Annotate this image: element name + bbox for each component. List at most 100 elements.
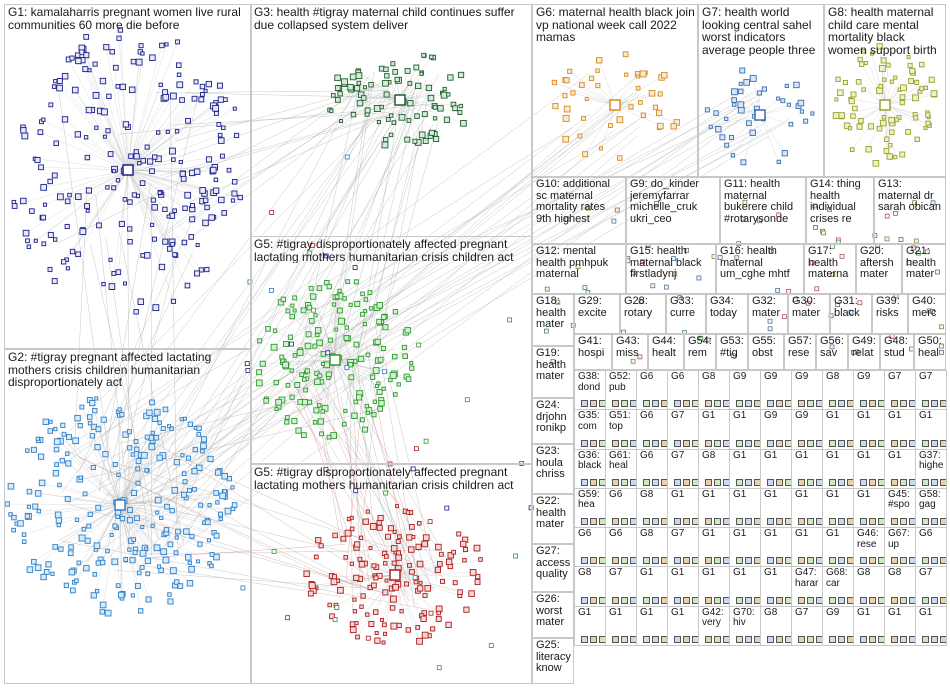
mini-group-panel: G9 [791,370,823,411]
mini-group-label: G6 [671,372,685,382]
g2-node [59,458,65,464]
mini-group-label: G8 [826,372,840,382]
mini-node [643,557,650,565]
g2-node [42,418,49,425]
g1-node [33,238,38,243]
g1-node [193,168,201,175]
mini-node [736,557,743,565]
g1-node [83,135,89,140]
g4-node [409,361,414,365]
mini-group-label: G68: car [826,568,848,589]
mini-node [931,478,938,486]
g4-node [257,338,263,344]
panel-g41: G41: hospi [574,334,612,370]
mini-node [860,518,867,525]
mini-node [838,478,845,486]
mini-group-panel: G1 [698,527,730,568]
g2-node [54,462,59,467]
g2-node [215,500,220,505]
panel-g13: G13: maternal dr sarah obican [874,177,946,244]
g2-node [167,541,174,548]
g4-node [376,318,382,325]
g1-node [216,82,223,89]
group-label-g17: G17: health materna [808,246,849,281]
g2-node [74,578,79,584]
g1-node [96,222,102,229]
mini-node [705,439,712,447]
g4-node [300,307,307,314]
g1-node [179,97,185,103]
g4-node [351,412,358,419]
g2-node [135,458,142,464]
mini-group-label: G36: black [578,450,602,471]
mini-node [829,635,836,643]
g1-node [75,57,82,65]
g4-edge [334,303,358,361]
g2-node [58,546,64,552]
g3-node [406,118,412,123]
mini-node [776,478,783,486]
mini-node [683,400,690,408]
g4-node [304,342,312,350]
g2-node [26,488,33,495]
group-label-g6: G6: maternal health black join vp nation… [536,6,695,44]
group-label-g2: G2: #tigray pregnant affected lactating … [8,351,212,389]
g4-edge [334,359,380,393]
g4-edge [322,359,336,412]
mini-group-panel: G36: black [574,448,606,489]
g1-node [119,83,126,91]
inter-group-edge [180,84,419,492]
g4-node [259,360,266,367]
g3-node [330,92,336,98]
g2-node [159,515,164,520]
panel-g17: G17: health materna [804,244,856,294]
g4-edge [285,359,336,367]
g4-node [289,394,295,400]
g1-node [151,236,157,242]
g4-node [341,421,347,427]
group-label-g4: G5: #tigray disproportionately affected … [254,238,514,264]
g3-node [389,113,394,118]
g4-edge [334,359,377,371]
mini-node [891,635,898,643]
g2-node [7,482,15,490]
mini-group-panel: G1 [636,566,668,607]
g2-node [169,507,175,514]
g1-node [210,166,217,174]
g2-node [213,490,219,496]
mini-group-panel: G38: dond [574,370,606,411]
inter-group-edge [170,115,645,461]
group-label-g23: G23: houla chriss [536,446,565,481]
inter-group-edge [317,122,766,371]
mini-group-panel: G47: harar [791,566,823,607]
g1-node [64,198,71,205]
g1-edge [106,47,129,171]
g4-node [365,410,370,415]
mini-group-panel: G6 [636,370,668,411]
g1-node [205,156,213,163]
mini-group-label: G6 [609,529,623,539]
group-label-g56: G56: sav [820,336,844,359]
mini-node [714,439,721,447]
g1-node [150,222,155,227]
g3-edge [359,99,401,104]
g2-node [38,479,46,487]
mini-group-label: G1 [640,607,654,618]
g2-node [149,399,155,406]
g1-node [140,51,145,56]
inter-group-edge [61,74,371,493]
g2-node [21,539,27,544]
mini-node [736,596,743,604]
g2-node [179,417,184,422]
g1-node [218,137,225,144]
g4-node [409,365,415,371]
panel-g49: G49: relat [848,334,880,370]
mini-node [869,478,876,486]
mini-node [643,439,650,447]
g1-node [11,203,18,209]
g4-node [263,398,269,404]
g1-node [108,257,113,262]
g2-edge [119,441,137,506]
g1-node [69,248,76,255]
g1-node [41,241,47,247]
